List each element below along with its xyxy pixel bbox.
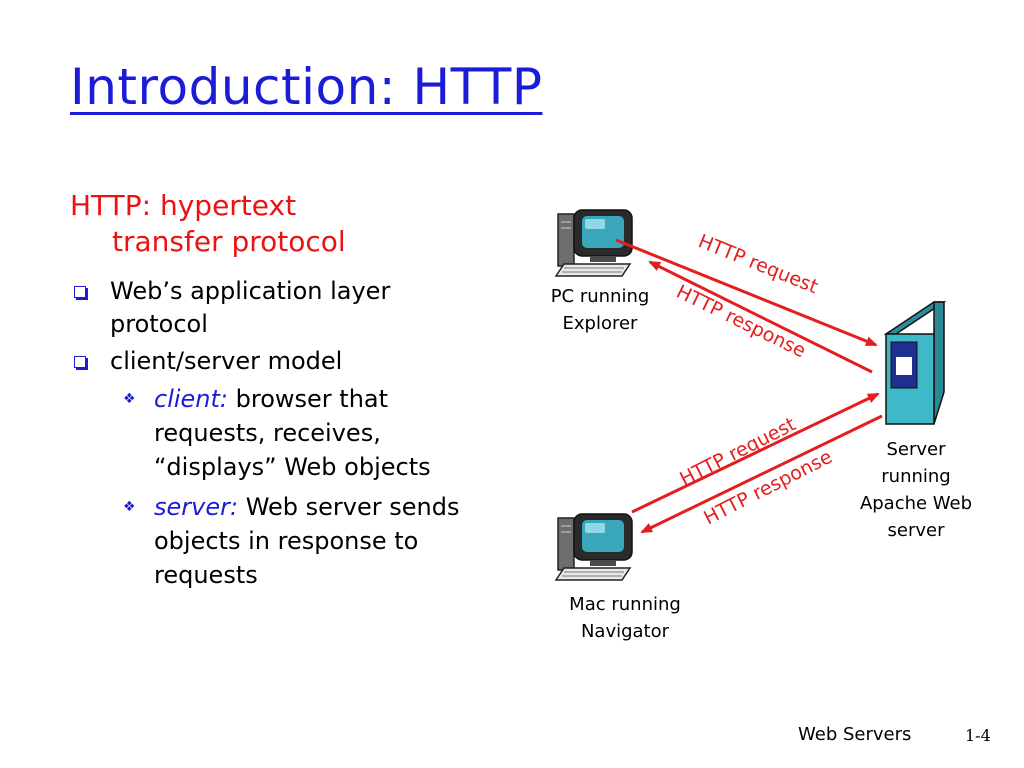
pc-computer-icon xyxy=(556,210,632,276)
intro-line-2: transfer protocol xyxy=(70,224,346,260)
server-icon xyxy=(886,302,944,424)
intro-line-1: HTTP: hypertext xyxy=(70,189,296,222)
pc-request-label: HTTP request xyxy=(695,230,821,298)
server-label-line: Server xyxy=(886,439,945,460)
footer-course: Web Servers xyxy=(798,724,911,745)
square-bullet-icon xyxy=(74,286,86,298)
bullet-text: Web’s application layer protocol xyxy=(110,277,390,338)
intro-heading: HTTP: hypertext transfer protocol xyxy=(70,188,346,260)
pc-label-line: PC running xyxy=(551,286,650,307)
bullet-item: Web’s application layer protocol xyxy=(70,275,490,341)
server-label-line: Apache Web xyxy=(860,493,972,514)
mac-response-label: HTTP response xyxy=(700,446,836,530)
mac-request-label: HTTP request xyxy=(676,413,799,490)
square-bullet-icon xyxy=(74,356,86,368)
diamond-bullet-icon: ❖ xyxy=(123,490,136,524)
pc-response-arrow xyxy=(650,262,872,372)
sub-bullet-lead: client: xyxy=(154,385,228,413)
diamond-bullet-icon: ❖ xyxy=(123,382,136,416)
mac-label: Mac running Navigator xyxy=(555,591,695,645)
slide-title: Introduction: HTTP xyxy=(70,58,542,116)
bullet-list: Web’s application layer protocol client/… xyxy=(70,275,490,598)
mac-label-line: Mac running xyxy=(569,594,681,615)
mac-computer-icon xyxy=(556,514,632,580)
server-label-line: running xyxy=(881,466,950,487)
mac-label-line: Navigator xyxy=(581,621,669,642)
bullet-item: client/server model xyxy=(70,345,490,378)
pc-response-label: HTTP response xyxy=(673,281,809,363)
server-label-line: server xyxy=(888,520,945,541)
sub-bullet-item: ❖ server: Web server sends objects in re… xyxy=(70,490,490,592)
footer-page-number: 1-4 xyxy=(965,726,991,745)
server-label: Server running Apache Web server xyxy=(840,436,992,544)
bullet-text: client/server model xyxy=(110,347,342,375)
pc-label-line: Explorer xyxy=(563,313,638,334)
pc-label: PC running Explorer xyxy=(538,283,662,337)
sub-bullet-item: ❖ client: browser that requests, receive… xyxy=(70,382,490,484)
sub-bullet-lead: server: xyxy=(154,493,238,521)
